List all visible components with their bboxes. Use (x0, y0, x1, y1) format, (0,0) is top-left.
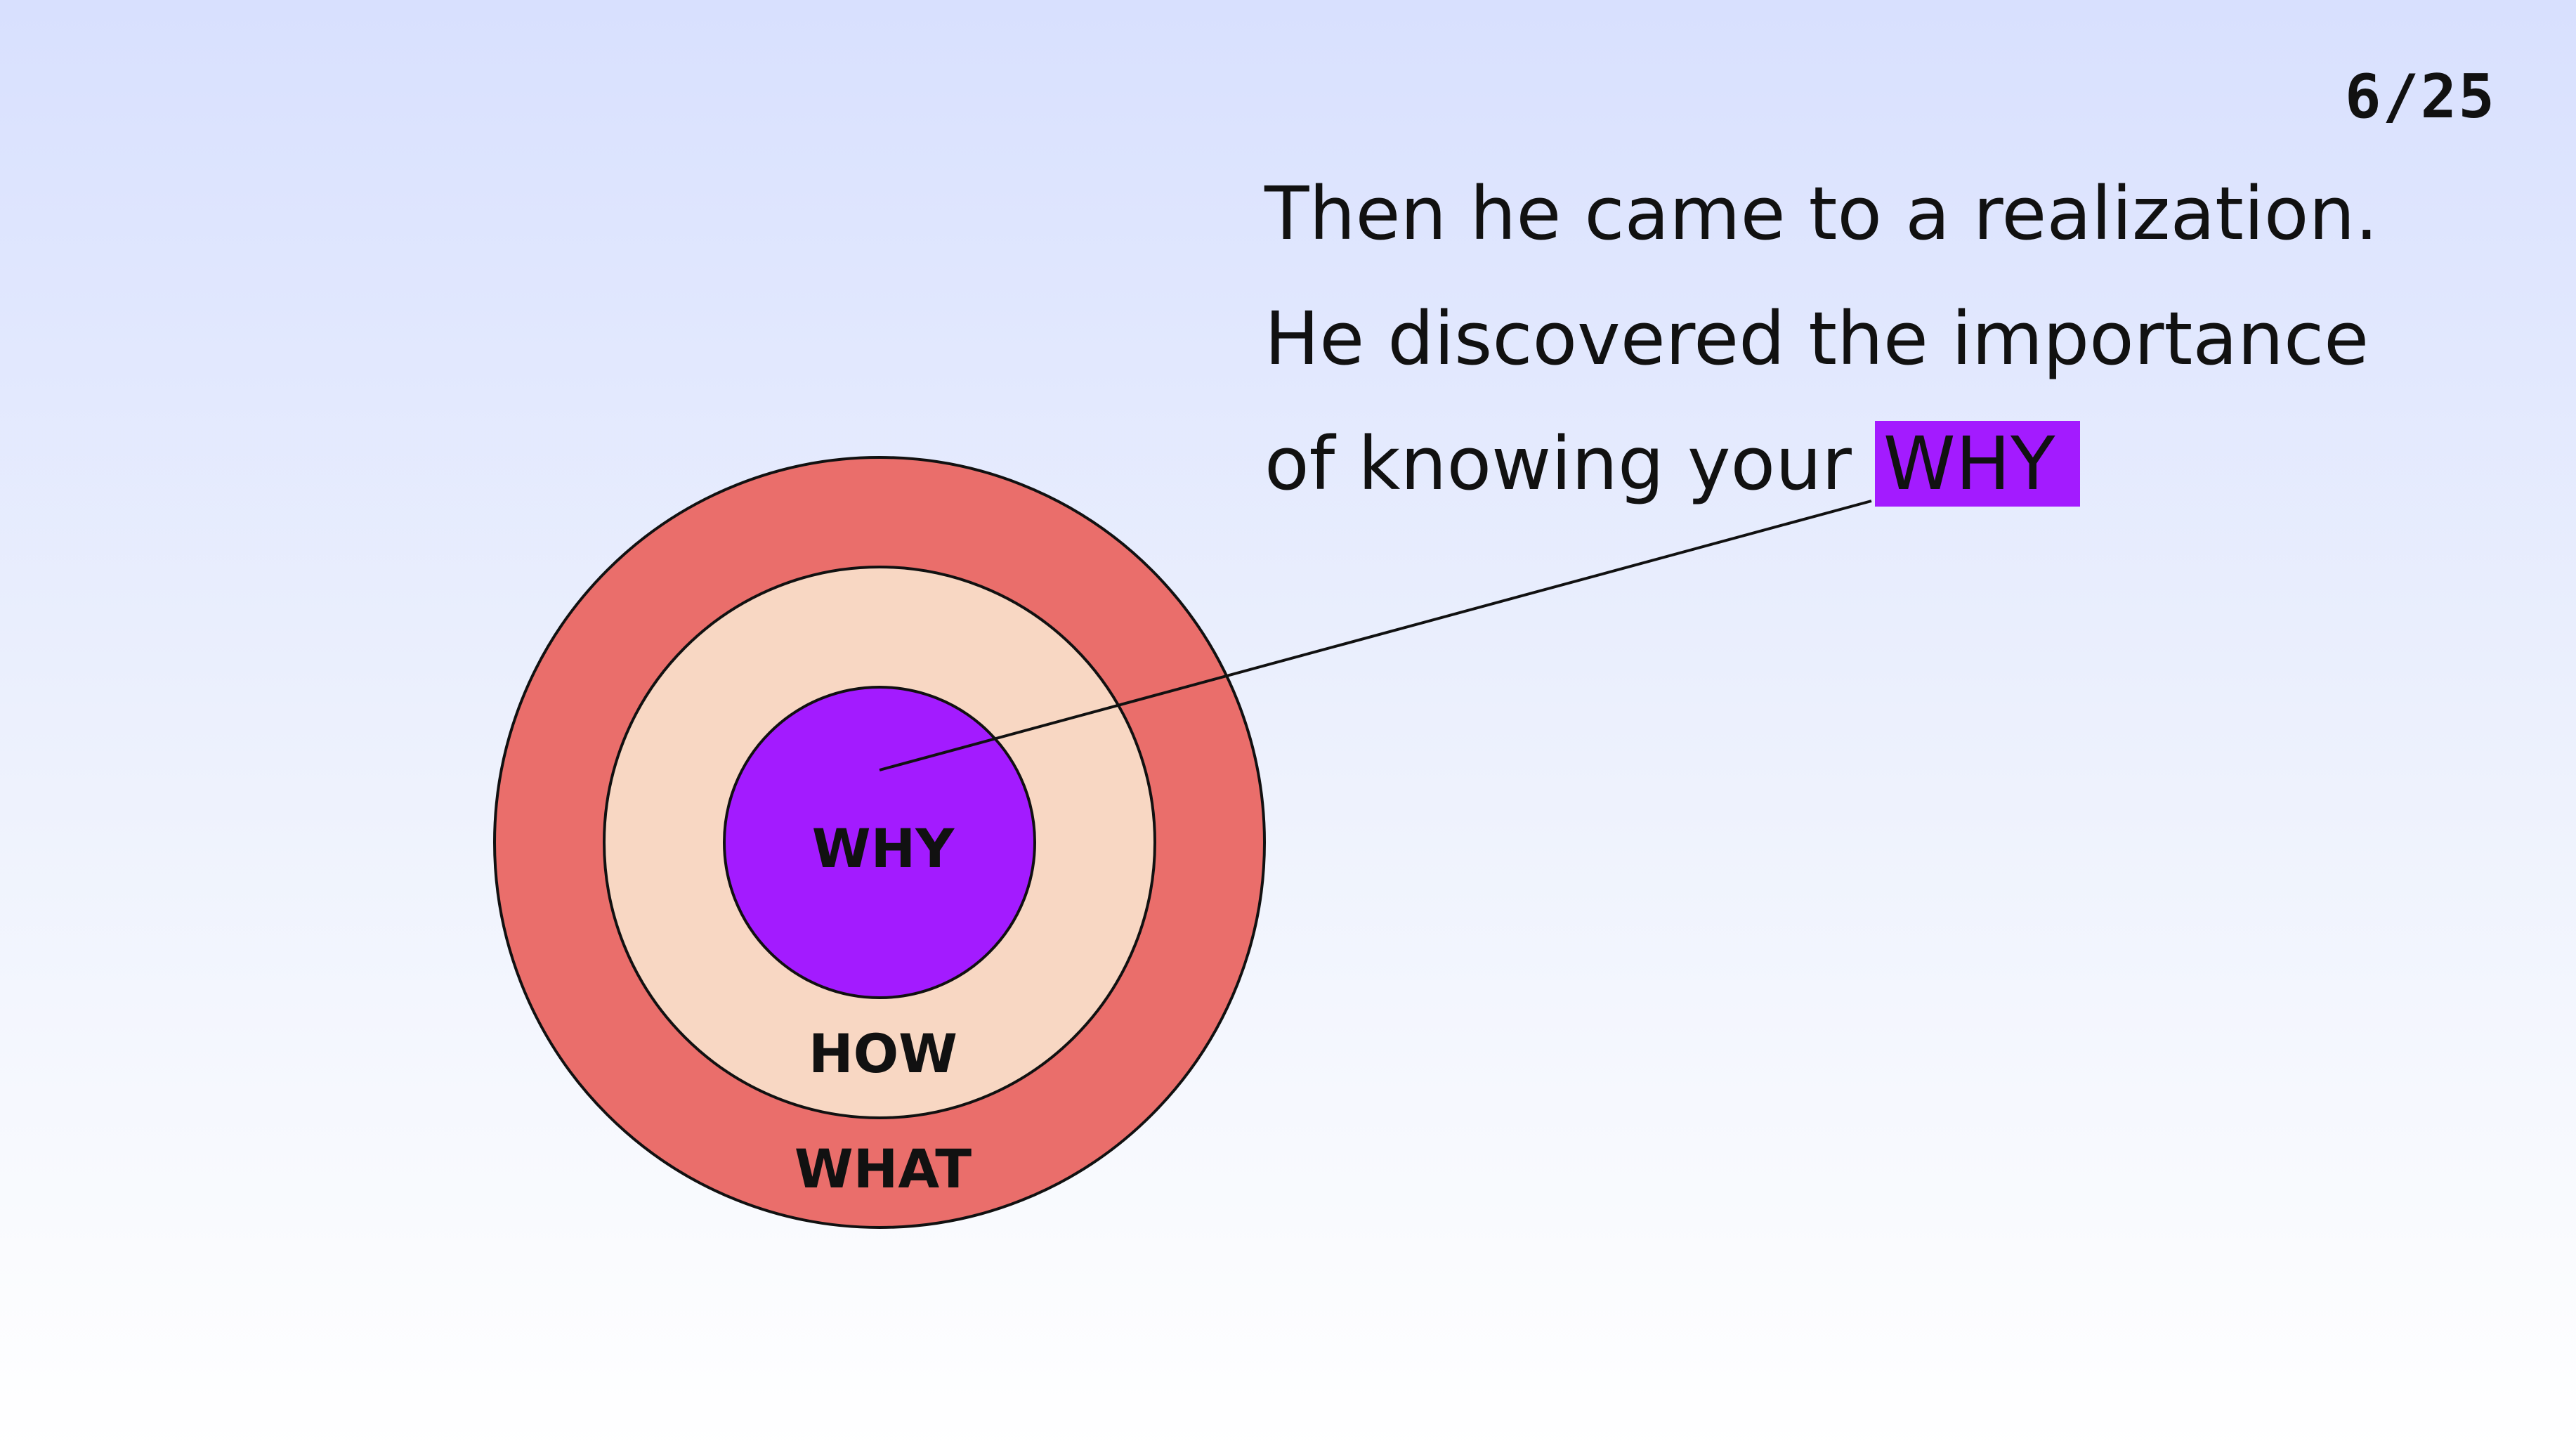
outer-label-what: WHAT (795, 1138, 972, 1200)
headline-line-3-prefix: of knowing your (1264, 421, 1852, 507)
connector-line (879, 500, 1872, 771)
page-counter: 6/25 (2344, 62, 2496, 132)
inner-circle-why (723, 686, 1036, 999)
why-highlight: WHY (1874, 421, 2081, 507)
headline-line-2: He discovered the importance (1264, 296, 2369, 382)
headline-text: Then he came to a realization. He discov… (1264, 151, 2459, 526)
middle-label-how: HOW (809, 1022, 957, 1085)
headline-line-3: of knowing your WHY (1264, 401, 2459, 526)
inner-label-why: WHY (812, 817, 955, 880)
headline-line-1: Then he came to a realization. (1264, 171, 2379, 256)
